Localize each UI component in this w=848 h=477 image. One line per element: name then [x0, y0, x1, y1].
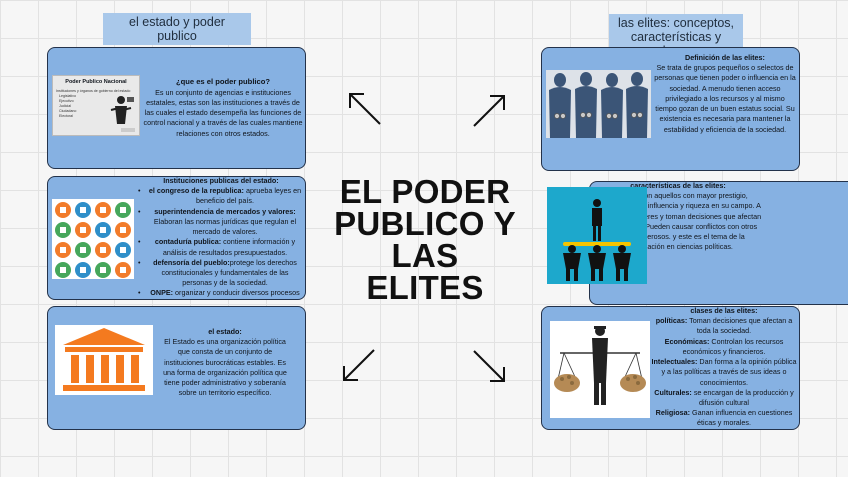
- item-label: contaduría publica:: [154, 237, 222, 247]
- clases-item: Económicas: Controlan los recursos econó…: [650, 337, 798, 357]
- item-text: Dan forma a la opinión pública y a las p…: [661, 357, 797, 387]
- estado-text: el estado: El Estado es una organización…: [160, 327, 290, 399]
- slide-items: Legislativo Ejecutivo Judicial Ciudadano…: [59, 94, 133, 119]
- definicion-body: Se trata de grupos pequeños o selectos d…: [654, 63, 796, 134]
- item-text: Controlan los recursos económicos y fina…: [682, 336, 784, 356]
- item-label: Económicas:: [664, 336, 710, 346]
- center-title: EL PODER PUBLICO Y LAS ELITES: [334, 173, 516, 306]
- slide-title: Poder Publico Nacional: [65, 79, 127, 85]
- definicion-text: Definición de las elites: Se trata de gr…: [654, 53, 796, 135]
- item-label: defensoría del pueblo:: [153, 257, 230, 267]
- clases-item: políticas: Toman decisiones que afectan …: [650, 316, 798, 336]
- item-text: contiene información y análisis de resul…: [162, 237, 296, 257]
- government-building-icon: [55, 325, 153, 395]
- item-label: Religiosa:: [655, 408, 691, 418]
- estado-heading: el estado:: [208, 327, 242, 336]
- caracteristicas-body: Las élites son aquellos con mayor presti…: [594, 191, 762, 252]
- list-item: ONPE: organizar y conducir diversos proc…: [138, 288, 304, 299]
- list-item: el congreso de la republica: aprueba ley…: [138, 186, 304, 206]
- arrow-up-right-icon: [473, 95, 505, 127]
- clases-item: Intelectuales: Dan forma a la opinión pú…: [650, 357, 798, 388]
- instituciones-heading: Instituciones publicas del estado:: [163, 176, 279, 185]
- arrow-up-left-icon: [349, 93, 381, 125]
- scales-of-power-image: [550, 321, 650, 418]
- tag-estado-poder-publico: el estado y poder publico: [103, 13, 251, 45]
- justice-figure-icon: [110, 96, 134, 124]
- item-label: Intelectuales:: [651, 357, 698, 367]
- instituciones-list: el congreso de la republica: aprueba ley…: [138, 186, 304, 299]
- arrow-down-left-icon: [343, 349, 375, 381]
- clases-item: Culturales: se encargan de la producción…: [650, 388, 798, 408]
- list-item: superintendencia de mercados y valores: …: [138, 207, 304, 238]
- caracteristicas-heading: características de las elites:: [630, 181, 726, 190]
- estado-body: El Estado es una organización política q…: [163, 337, 287, 398]
- leader-on-platform-image: [547, 187, 647, 284]
- item-text: Ganan influencia en cuestiones éticas y …: [690, 408, 793, 428]
- clases-heading: clases de las elites:: [690, 306, 758, 315]
- item-text: aprueba leyes en beneficio del país.: [196, 186, 302, 206]
- poder-publico-body: Es un conjunto de agencias e institucion…: [143, 87, 303, 138]
- item-text: Elaboran las normas jurídicas que regula…: [153, 216, 297, 237]
- slide-item: Judicial: [59, 104, 71, 109]
- card-poder-publico: Poder Publico Nacional Instituciones y ó…: [47, 47, 306, 169]
- item-text: organizar y conducir diversos procesos e…: [175, 288, 300, 299]
- slide-item: Ejecutivo: [59, 99, 74, 104]
- slide-item: Ciudadano: [59, 109, 77, 114]
- handcuffed-elites-image: [546, 70, 651, 138]
- poder-publico-heading: ¿que es el poder publico?: [175, 77, 271, 86]
- caracteristicas-text: características de las elites: Las élite…: [594, 181, 762, 253]
- arrow-down-right-icon: [473, 350, 505, 382]
- slide-subtitle: Instituciones y órganos de gobierno del …: [56, 88, 131, 93]
- clases-text: clases de las elites: políticas: Toman d…: [650, 306, 798, 429]
- clases-item: Religiosa: Ganan influencia en cuestione…: [650, 408, 798, 428]
- card-clases-elites: clases de las elites: políticas: Toman d…: [541, 306, 800, 430]
- institutions-icon-grid: [52, 199, 134, 279]
- card-el-estado: el estado: El Estado es una organización…: [47, 306, 306, 430]
- item-label: ONPE:: [150, 288, 174, 298]
- item-label: el congreso de la republica:: [148, 186, 244, 196]
- slide-item: Electoral: [59, 114, 73, 119]
- card-definicion-elites: Definición de las elites: Se trata de gr…: [541, 47, 800, 171]
- item-text: se encargan de la producción y difusión …: [691, 387, 794, 407]
- slide-item: Legislativo: [59, 94, 76, 99]
- poder-publico-text: ¿que es el poder publico? Es un conjunto…: [143, 77, 303, 139]
- item-text: protege los derechos constitucionales y …: [161, 257, 297, 288]
- slide-footer: [121, 128, 135, 132]
- item-label: políticas:: [655, 316, 688, 326]
- item-text: Toman decisiones que afectan a toda la s…: [687, 316, 793, 336]
- list-item: defensoría del pueblo:protege los derech…: [138, 258, 304, 289]
- list-item: contaduría publica: contiene información…: [138, 237, 304, 257]
- item-label: superintendencia de mercados y valores:: [154, 206, 296, 216]
- poder-publico-slide-image: Poder Publico Nacional Instituciones y ó…: [52, 75, 140, 136]
- item-label: Culturales:: [654, 387, 692, 397]
- card-instituciones-publicas: Instituciones publicas del estado: el co…: [47, 176, 306, 300]
- definicion-heading: Definición de las elites:: [685, 53, 765, 62]
- instituciones-text: Instituciones publicas del estado: el co…: [138, 176, 304, 299]
